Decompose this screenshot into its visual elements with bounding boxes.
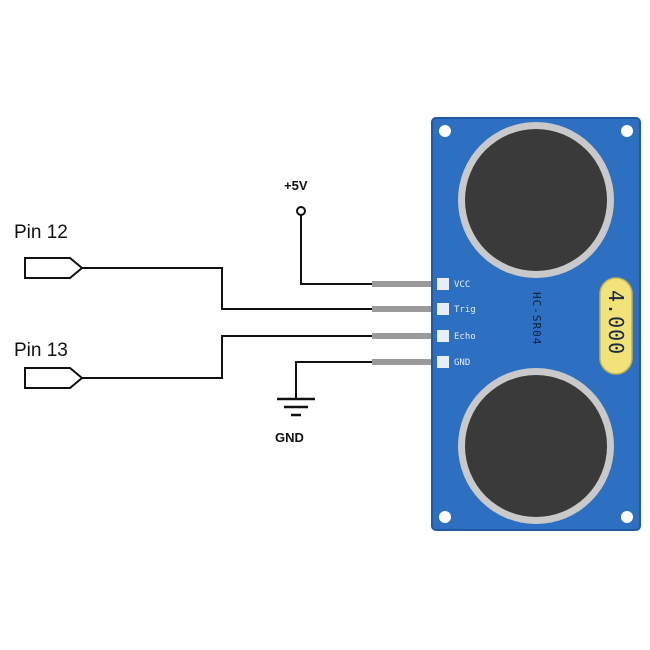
gnd-pad [437,356,449,368]
echo-pad [437,330,449,342]
gnd-pin-lead [372,359,434,365]
pin12-connector [24,257,84,279]
trig-pin-label: Trig [454,305,476,315]
mount-hole-bottom-left [439,511,451,523]
trig-wire [82,267,372,310]
crystal-version-label: 4.000 [604,290,628,355]
vcc-pin-lead [372,281,434,287]
transducer-top [465,129,607,271]
gnd-label: GND [275,430,304,445]
gnd-wire [295,361,372,398]
trig-pad [437,303,449,315]
vcc-pad [437,278,449,290]
pin13-label: Pin 13 [14,340,68,361]
vcc-label: +5V [284,178,308,193]
hc-sr04-module: VCC Trig Echo GND HC-SR04 4.000 [431,117,641,531]
transducer-bottom [465,375,607,517]
mount-hole-top-left [439,125,451,137]
vcc-pin-label: VCC [454,280,470,290]
mount-hole-top-right [621,125,633,137]
pin12-label: Pin 12 [14,222,68,243]
echo-pin-label: Echo [454,332,476,342]
echo-wire [82,335,372,379]
model-label: HC-SR04 [530,292,543,345]
pin13-connector [24,367,84,389]
gnd-pin-label: GND [454,358,470,368]
vcc-terminal [296,206,306,216]
echo-pin-lead [372,333,434,339]
mount-hole-bottom-right [621,511,633,523]
crystal-oscillator [599,277,633,375]
vcc-wire [300,215,372,285]
trig-pin-lead [372,306,434,312]
